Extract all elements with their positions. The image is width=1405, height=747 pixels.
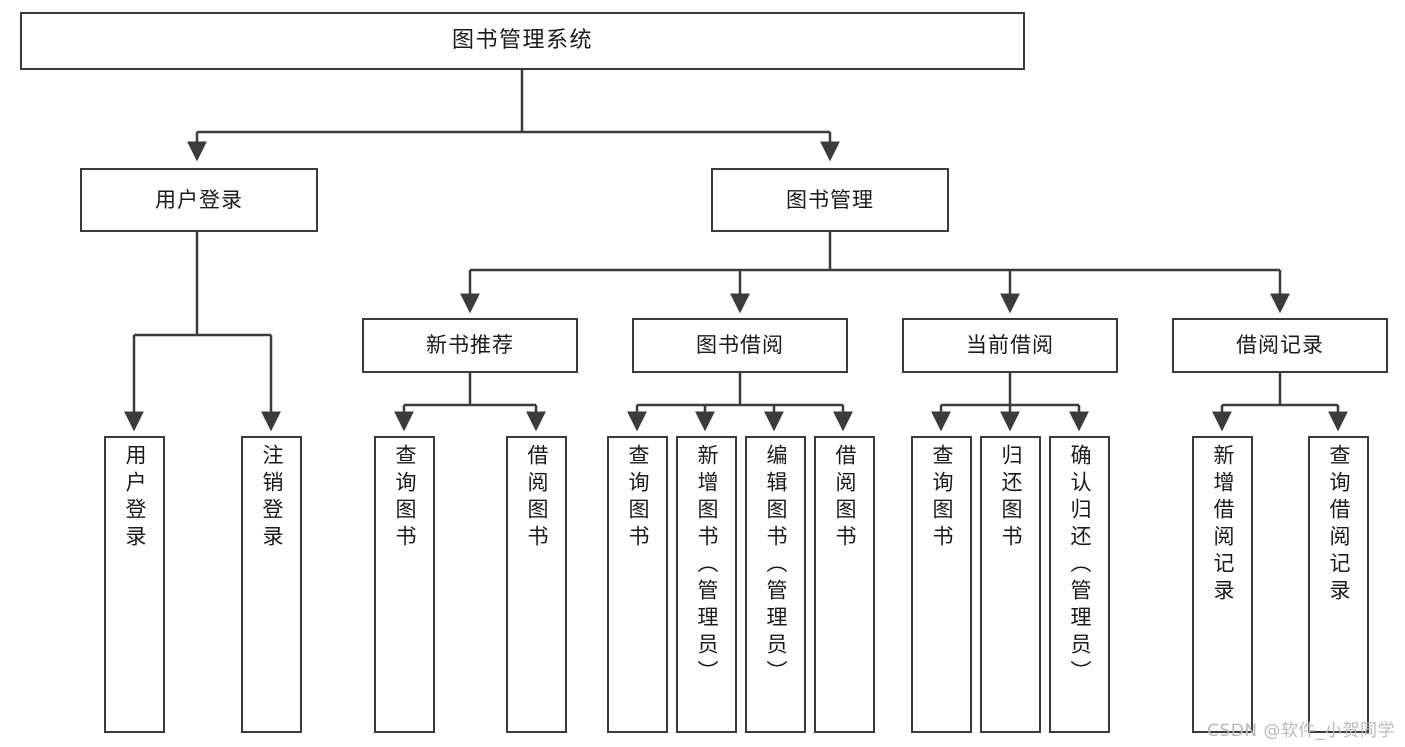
node-label: 查询借阅记录	[1327, 444, 1351, 606]
node-label: 借阅图书	[525, 444, 549, 552]
leaf-user-logout[interactable]: 注销登录	[241, 436, 302, 733]
leaf-current-query-book[interactable]: 查询图书	[911, 436, 972, 733]
leaf-borrow-add-book-admin[interactable]: 新增图书（管理员）	[676, 436, 737, 733]
leaf-record-query[interactable]: 查询借阅记录	[1308, 436, 1369, 733]
node-label: 查询图书	[930, 444, 954, 552]
node-current-borrow[interactable]: 当前借阅	[902, 318, 1118, 373]
leaf-current-return-book[interactable]: 归还图书	[980, 436, 1041, 733]
node-user-login-module[interactable]: 用户登录	[80, 168, 318, 232]
node-label: 借阅图书	[833, 444, 857, 552]
node-label: 查询图书	[393, 444, 417, 552]
node-label: 当前借阅	[966, 333, 1054, 358]
leaf-new-book-borrow[interactable]: 借阅图书	[506, 436, 567, 733]
leaf-user-login[interactable]: 用户登录	[104, 436, 165, 733]
node-label: 查询图书	[626, 444, 650, 552]
node-label: 新增借阅记录	[1211, 444, 1235, 606]
leaf-current-confirm-return-admin[interactable]: 确认归还（管理员）	[1049, 436, 1110, 733]
node-label: 编辑图书（管理员）	[764, 444, 788, 687]
node-label: 借阅记录	[1236, 333, 1324, 358]
leaf-borrow-query-book[interactable]: 查询图书	[607, 436, 668, 733]
node-new-book-recommend[interactable]: 新书推荐	[362, 318, 578, 373]
node-label: 图书借阅	[696, 333, 784, 358]
node-book-management-module[interactable]: 图书管理	[711, 168, 949, 232]
node-label: 新增图书（管理员）	[695, 444, 719, 687]
node-root-system[interactable]: 图书管理系统	[20, 12, 1025, 70]
node-label: 图书管理	[786, 187, 874, 212]
node-label: 新书推荐	[426, 333, 514, 358]
node-label: 归还图书	[999, 444, 1023, 552]
node-label: 用户登录	[155, 187, 243, 212]
node-label: 用户登录	[123, 444, 147, 552]
node-label: 注销登录	[260, 444, 284, 552]
node-borrow-record[interactable]: 借阅记录	[1172, 318, 1388, 373]
node-book-borrow[interactable]: 图书借阅	[632, 318, 848, 373]
leaf-new-book-query[interactable]: 查询图书	[374, 436, 435, 733]
node-label: 图书管理系统	[451, 28, 593, 54]
leaf-borrow-edit-book-admin[interactable]: 编辑图书（管理员）	[745, 436, 806, 733]
leaf-borrow-book[interactable]: 借阅图书	[814, 436, 875, 733]
leaf-record-add[interactable]: 新增借阅记录	[1192, 436, 1253, 733]
node-label: 确认归还（管理员）	[1068, 444, 1092, 687]
